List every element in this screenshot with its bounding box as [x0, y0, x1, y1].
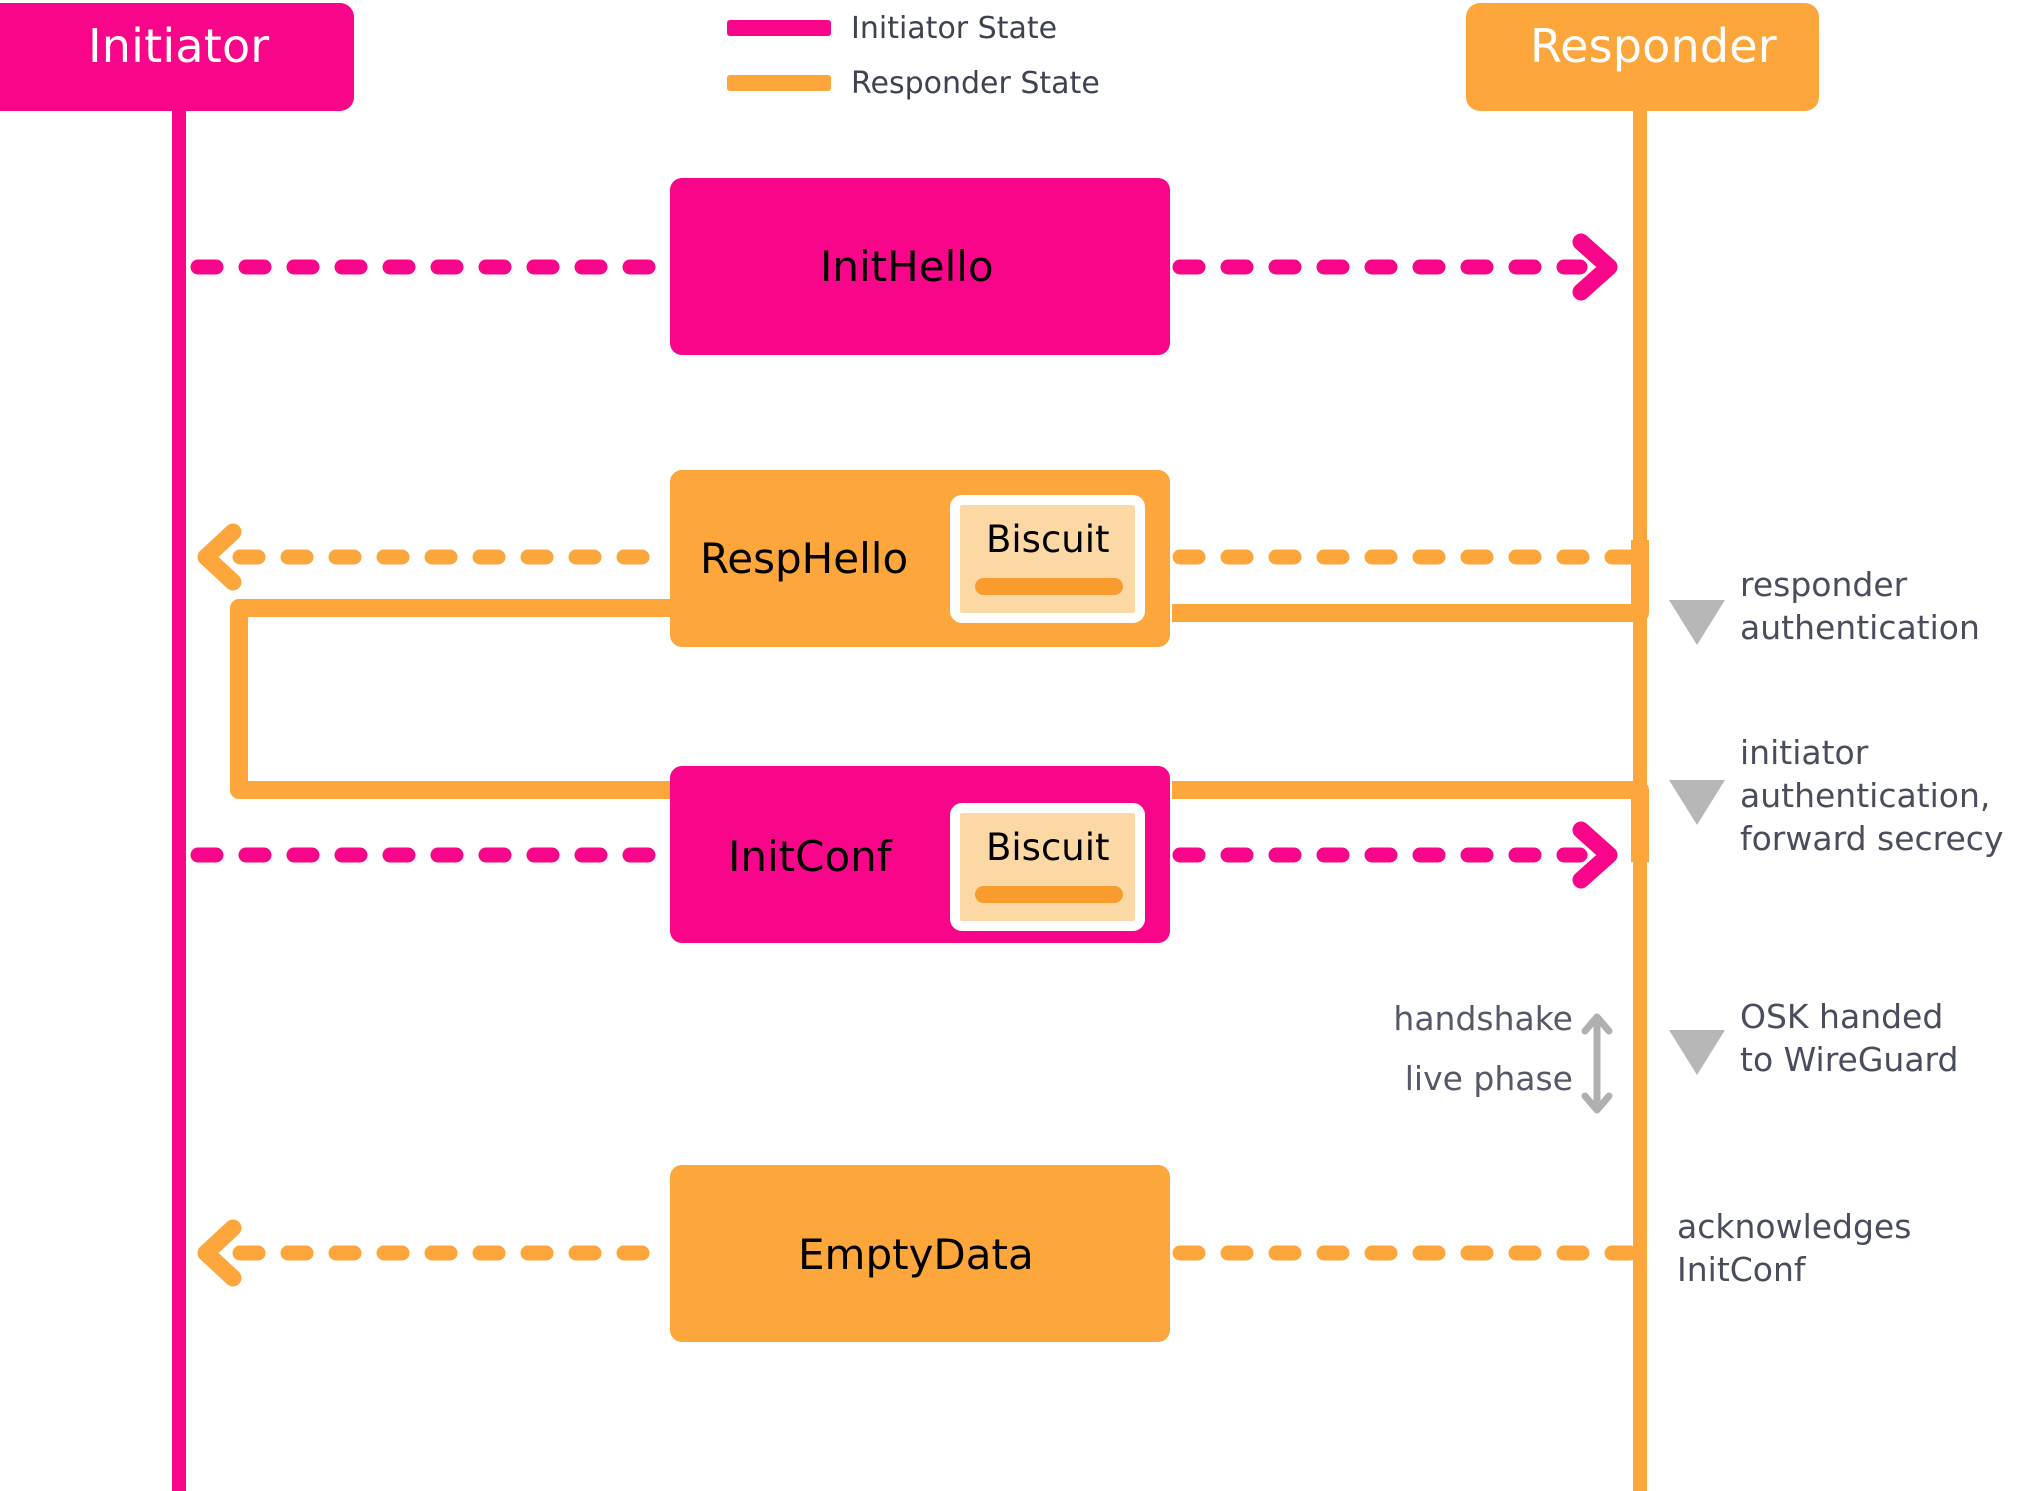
initconf-message-label: InitConf: [728, 832, 892, 881]
note-acknowledges-line2: InitConf: [1677, 1250, 1806, 1289]
responder-actor-box[interactable]: [1466, 3, 1819, 111]
legend-item-responder-state: Responder State: [851, 66, 1100, 101]
note-initiator-authentication-line3: forward secrecy: [1740, 819, 2004, 858]
note-osk-handed-line1: OSK handed: [1740, 997, 1944, 1036]
note-acknowledges-line1: acknowledges: [1677, 1207, 1912, 1246]
live-phase-down-arrow-icon: [1581, 1056, 1613, 1114]
responder-actor-label: Responder: [1530, 19, 1777, 73]
biscuit-badge-initconf-bar: [975, 886, 1123, 903]
resphello-arrowhead-icon: [197, 523, 242, 591]
emptydata-message-label: EmptyData: [798, 1230, 1034, 1279]
initiator-actor-box[interactable]: [0, 3, 354, 111]
osk-handed-triangle-down-icon: [1669, 1030, 1725, 1075]
note-responder-authentication-line2: authentication: [1740, 608, 1980, 647]
inithello-message-label: InitHello: [820, 242, 994, 291]
responder-state-branch-initconf: [1172, 781, 1649, 862]
responder-auth-triangle-down-icon: [1669, 600, 1725, 645]
resphello-message-label: RespHello: [700, 534, 909, 583]
biscuit-badge-resphello-bar: [975, 578, 1123, 595]
responder-lifeline: [1633, 60, 1647, 1491]
phase-label-handshake: handshake: [1393, 999, 1573, 1038]
legend-swatch-initiator: [727, 20, 831, 36]
inithello-message-box[interactable]: [670, 178, 1170, 355]
phase-label-live-phase: live phase: [1404, 1059, 1573, 1098]
note-initiator-authentication-line1: initiator: [1740, 733, 1869, 772]
legend-swatch-responder: [727, 75, 831, 91]
initiator-auth-triangle-down-icon: [1669, 780, 1725, 825]
note-osk-handed-line2: to WireGuard: [1740, 1040, 1959, 1079]
responder-state-loop-to-initconf: [230, 599, 672, 799]
inithello-arrowhead-icon: [1572, 233, 1618, 301]
biscuit-badge-resphello-label: Biscuit: [986, 518, 1110, 561]
biscuit-badge-initconf-label: Biscuit: [986, 826, 1110, 869]
emptydata-arrowhead-icon: [197, 1219, 242, 1287]
note-initiator-authentication-line2: authentication,: [1740, 776, 1991, 815]
legend-item-initiator-state: Initiator State: [851, 11, 1058, 46]
responder-state-branch-resphello: [1172, 540, 1649, 622]
initiator-lifeline: [172, 60, 186, 1491]
emptydata-message-box[interactable]: [670, 1165, 1170, 1342]
initiator-actor-label: Initiator: [88, 19, 270, 73]
note-responder-authentication-line1: responder: [1740, 565, 1908, 604]
initconf-arrowhead-icon: [1572, 821, 1618, 889]
